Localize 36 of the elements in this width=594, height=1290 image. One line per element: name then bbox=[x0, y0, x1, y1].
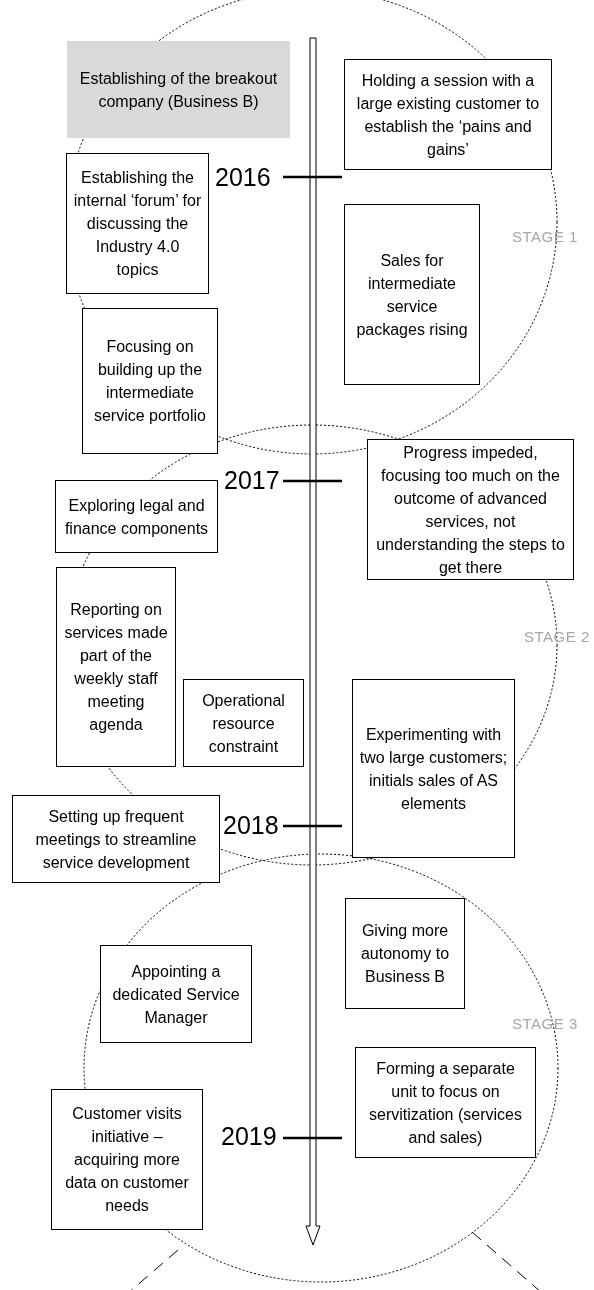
event-text: Operational resource constraint bbox=[201, 690, 286, 757]
stage-label: STAGE 1 bbox=[512, 228, 578, 245]
event-box bbox=[12, 795, 220, 883]
event-box bbox=[82, 308, 218, 454]
event-box bbox=[66, 153, 209, 294]
event-text: Appointing a dedicated Service Manager bbox=[111, 961, 241, 1028]
event-text: Progress impeded, focusing too much on the outcome of advanced services, not understanding the steps to get there bbox=[375, 442, 566, 578]
event-text: Experimenting with two large customers; initials sales of AS elements bbox=[359, 724, 508, 814]
event-text: Forming a separate unit to focus on servitization (services and sales) bbox=[368, 1058, 523, 1148]
event-box bbox=[355, 1047, 536, 1158]
event-box bbox=[51, 1089, 203, 1230]
event-box bbox=[100, 945, 252, 1043]
year-label: 2018 bbox=[223, 811, 279, 840]
event-text: Focusing on building up the intermediate service portfolio bbox=[92, 337, 207, 426]
event-text: Exploring legal and finance components bbox=[63, 495, 210, 539]
year-label: 2019 bbox=[221, 1122, 277, 1151]
event-box bbox=[345, 898, 465, 1009]
year-label: 2016 bbox=[215, 163, 271, 192]
event-box bbox=[344, 204, 480, 385]
event-text: Establishing of the breakout company (Business B) bbox=[78, 68, 279, 112]
event-box bbox=[352, 679, 515, 858]
event-box bbox=[183, 679, 304, 767]
event-text: Establishing the internal ‘forum’ for discussing the Industry 4.0 topics bbox=[73, 168, 202, 280]
event-text: Holding a session with a large existing customer to establish the ‘pains and gains’ bbox=[355, 70, 541, 160]
event-box bbox=[55, 480, 218, 553]
stage-label: STAGE 2 bbox=[524, 628, 590, 645]
event-text: Sales for intermediate service packages rising bbox=[355, 250, 469, 340]
event-box bbox=[344, 59, 552, 170]
event-text: Setting up frequent meetings to streamline service development bbox=[34, 806, 198, 873]
event-box bbox=[56, 567, 176, 767]
year-label: 2017 bbox=[224, 466, 280, 495]
stage-label: STAGE 3 bbox=[512, 1015, 578, 1032]
event-text: Reporting on services made part of the weekly staff meeting agenda bbox=[63, 600, 169, 735]
event-box bbox=[67, 41, 290, 138]
event-text: Giving more autonomy to Business B bbox=[359, 921, 451, 987]
event-text: Customer visits initiative – acquiring more data on customer needs bbox=[64, 1104, 190, 1216]
